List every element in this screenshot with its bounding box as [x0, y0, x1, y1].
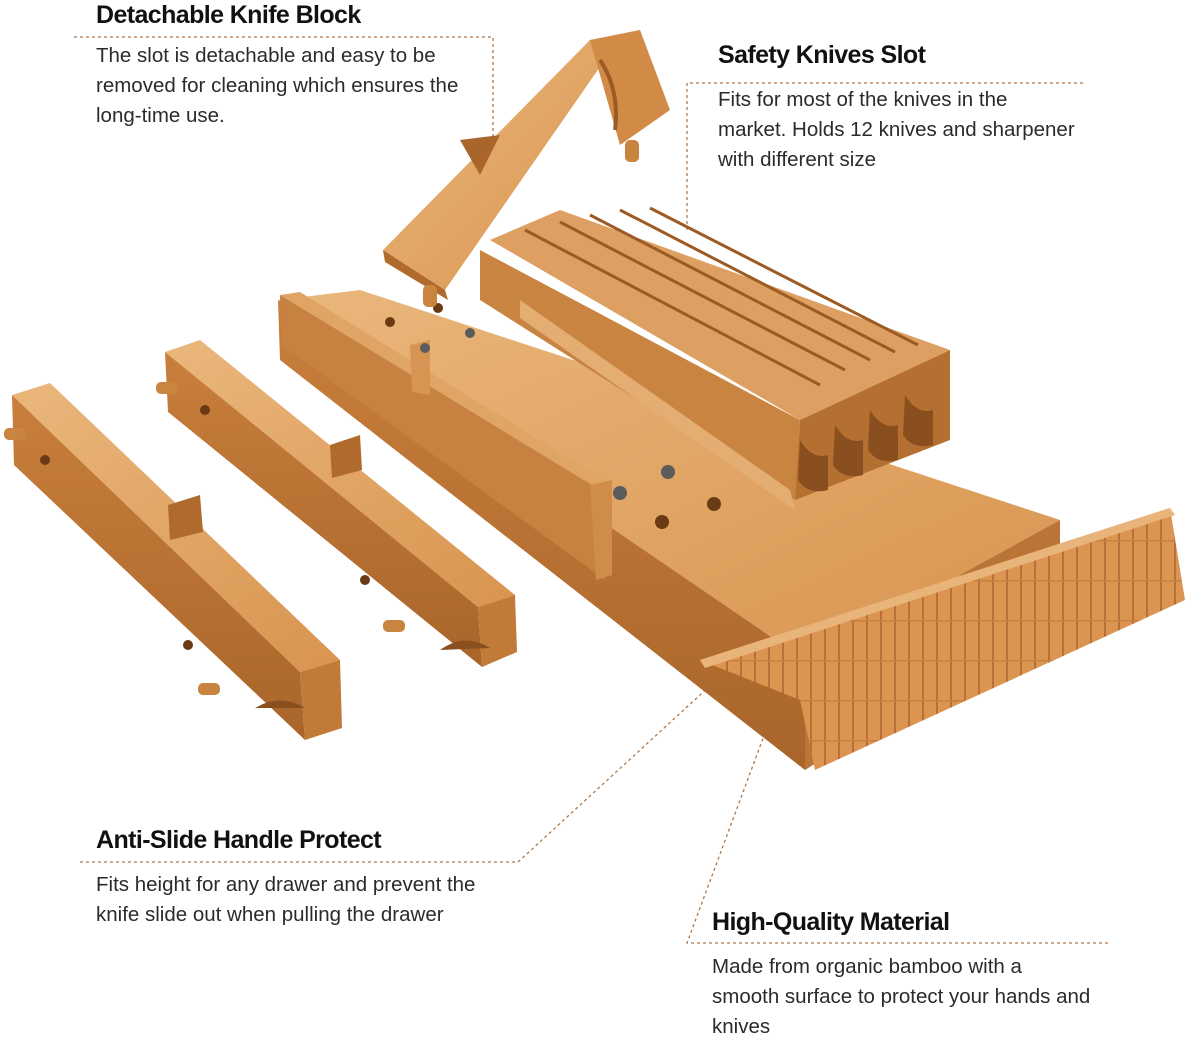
detachable-block	[383, 30, 670, 307]
leader-detachable	[74, 36, 494, 185]
loose-bar-middle	[156, 340, 517, 667]
callout-anti-slide-handle: Anti-Slide Handle Protect Fits height fo…	[96, 825, 496, 930]
leader-antislide	[80, 639, 761, 863]
loose-bar-left	[4, 383, 342, 740]
knife-slot-block	[480, 206, 950, 510]
callout-body: Fits for most of the knives in the marke…	[718, 88, 1075, 171]
side-rail	[280, 292, 721, 580]
callout-detachable-knife-block: Detachable Knife Block The slot is detac…	[96, 0, 496, 131]
callout-body: Made from organic bamboo with a smooth s…	[712, 955, 1091, 1038]
leader-lines	[74, 36, 1108, 944]
callout-title: High-Quality Material	[712, 908, 950, 936]
callout-title: Anti-Slide Handle Protect	[96, 826, 382, 854]
leader-safety	[686, 82, 1083, 232]
callout-body: Fits height for any drawer and prevent t…	[96, 873, 476, 926]
callout-title: Safety Knives Slot	[718, 41, 926, 69]
callout-high-quality-material: High-Quality Material Made from organic …	[712, 907, 1092, 1042]
callout-title: Detachable Knife Block	[96, 1, 361, 29]
callout-safety-knives-slot: Safety Knives Slot Fits for most of the …	[718, 40, 1078, 175]
leader-material	[686, 584, 1108, 944]
callout-body: The slot is detachable and easy to be re…	[96, 44, 459, 127]
